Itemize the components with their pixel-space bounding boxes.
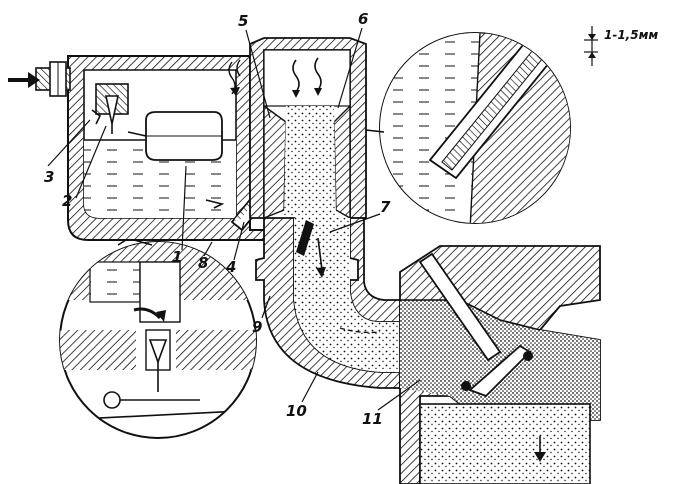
- float: [127, 111, 223, 161]
- detail-circle-needle: [59, 241, 257, 439]
- dimension-label: 1-1,5мм: [604, 28, 658, 42]
- intake-valve: [418, 252, 533, 398]
- label-7: 7: [380, 198, 391, 216]
- label-1: 1: [172, 248, 182, 266]
- label-3: 3: [44, 168, 54, 186]
- label-8: 8: [198, 254, 208, 272]
- intake-manifold: [255, 217, 401, 389]
- label-5: 5: [238, 12, 248, 30]
- label-10: 10: [286, 402, 307, 420]
- fuel-inlet-fitting: [35, 61, 71, 97]
- label-4: 4: [225, 258, 236, 276]
- fuel-inlet-arrow-icon: [8, 72, 40, 88]
- dimension-marker: 1-1,5мм: [584, 26, 658, 66]
- leader-lines: [47, 27, 421, 411]
- label-9: 9: [252, 318, 262, 336]
- detail-circle-jet: [379, 32, 571, 224]
- label-11: 11: [362, 410, 383, 428]
- mixing-chamber: [249, 37, 367, 220]
- label-2: 2: [62, 192, 72, 210]
- label-6: 6: [358, 10, 368, 28]
- needle-valve: [91, 83, 129, 134]
